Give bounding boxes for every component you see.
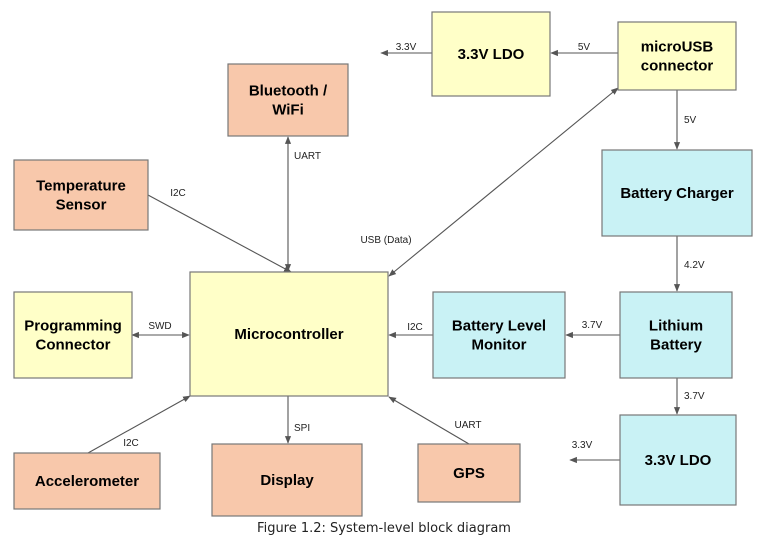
block-label: Lithium (649, 318, 703, 335)
block-label: WiFi (272, 102, 304, 119)
block-label: Connector (36, 337, 111, 354)
edge-label: 3.3V (396, 42, 417, 53)
edge-label: SWD (148, 321, 171, 332)
block-charger: Battery Charger (601, 149, 753, 237)
block-label: Monitor (472, 337, 527, 354)
block-label: microUSB (641, 39, 714, 56)
edge-label: 3.3V (572, 440, 593, 451)
block-label: Bluetooth / (249, 83, 328, 100)
edge-label: 5V (684, 115, 697, 126)
block-box (13, 452, 161, 510)
block-box (13, 291, 133, 379)
figure-caption: Figure 1.2: System-level block diagram (257, 521, 511, 536)
edge-arrow (147, 194, 292, 273)
edge-label: 3.7V (684, 391, 705, 402)
edge-label: UART (294, 151, 321, 162)
edge-arrow (87, 395, 191, 454)
block-label: connector (641, 58, 714, 75)
edge-lithium-to-battmon: 3.7V (565, 320, 620, 339)
block-ldo-bottom: 3.3V LDO (619, 414, 737, 506)
block-label: Battery (650, 337, 702, 354)
block-label: Display (260, 472, 314, 489)
edge-usb-to-charger: 5V (673, 90, 697, 150)
block-box (619, 414, 737, 506)
edge-arrow (388, 396, 470, 445)
block-mcu: Microcontroller (189, 271, 389, 397)
block-display: Display (211, 443, 363, 517)
edge-usb-mcu: USB (Data) (360, 87, 619, 277)
block-box (432, 291, 566, 379)
block-box (619, 291, 733, 379)
block-label: 3.3V LDO (458, 46, 525, 63)
block-label: Battery Charger (620, 185, 734, 202)
block-accel: Accelerometer (13, 452, 161, 510)
edge-label: I2C (123, 438, 139, 449)
edge-charger-to-lithium: 4.2V (673, 236, 705, 292)
block-box (13, 159, 149, 231)
block-label: 3.3V LDO (645, 452, 712, 469)
block-box (211, 443, 363, 517)
block-label: Battery Level (452, 318, 546, 335)
block-label: Microcontroller (234, 326, 343, 343)
edge-ldo-bottom-out: 3.3V (569, 440, 620, 464)
edge-label: 4.2V (684, 260, 705, 271)
edges-layer: 3.3V 5V 5V 4.2V 3.7V 3.7V 3.3V I2C UART I2C USB (D… (87, 42, 705, 464)
edge-label: 3.7V (582, 320, 603, 331)
block-box (617, 21, 737, 91)
block-label: Sensor (56, 197, 107, 214)
edge-label: 5V (578, 42, 591, 53)
edge-usb-to-ldo: 5V (550, 42, 618, 57)
edge-prog-mcu: SWD (131, 321, 190, 339)
block-label: GPS (453, 465, 485, 482)
edge-label: UART (454, 420, 481, 431)
edge-label: SPI (294, 423, 310, 434)
edge-ldo-top-out: 3.3V (380, 42, 432, 57)
block-bluetooth: Bluetooth / WiFi (227, 63, 349, 137)
edge-bluetooth-mcu: UART (284, 136, 321, 272)
block-box (601, 149, 753, 237)
block-microusb: microUSB connector (617, 21, 737, 91)
edge-accel-to-mcu: I2C (87, 395, 191, 454)
edge-arrow (388, 87, 619, 277)
block-box (431, 11, 551, 97)
edge-temp-to-mcu: I2C (147, 188, 292, 273)
edge-battmon-to-mcu: I2C (388, 322, 433, 339)
edge-label: USB (Data) (360, 235, 411, 246)
block-box (227, 63, 349, 137)
block-box (189, 271, 389, 397)
block-ldo-top: 3.3V LDO (431, 11, 551, 97)
edge-lithium-to-ldo: 3.7V (673, 378, 705, 415)
block-label: Programming (24, 318, 122, 335)
edge-gps-to-mcu: UART (388, 396, 482, 445)
block-box (417, 443, 521, 503)
block-label: Temperature (36, 178, 126, 195)
block-gps: GPS (417, 443, 521, 503)
block-diagram: 3.3V 5V 5V 4.2V 3.7V 3.7V 3.3V I2C UART I2C USB (D… (13, 11, 753, 517)
block-label: Accelerometer (35, 473, 139, 490)
edge-label: I2C (170, 188, 186, 199)
edge-mcu-to-display: SPI (284, 396, 310, 444)
edge-label: I2C (407, 322, 423, 333)
